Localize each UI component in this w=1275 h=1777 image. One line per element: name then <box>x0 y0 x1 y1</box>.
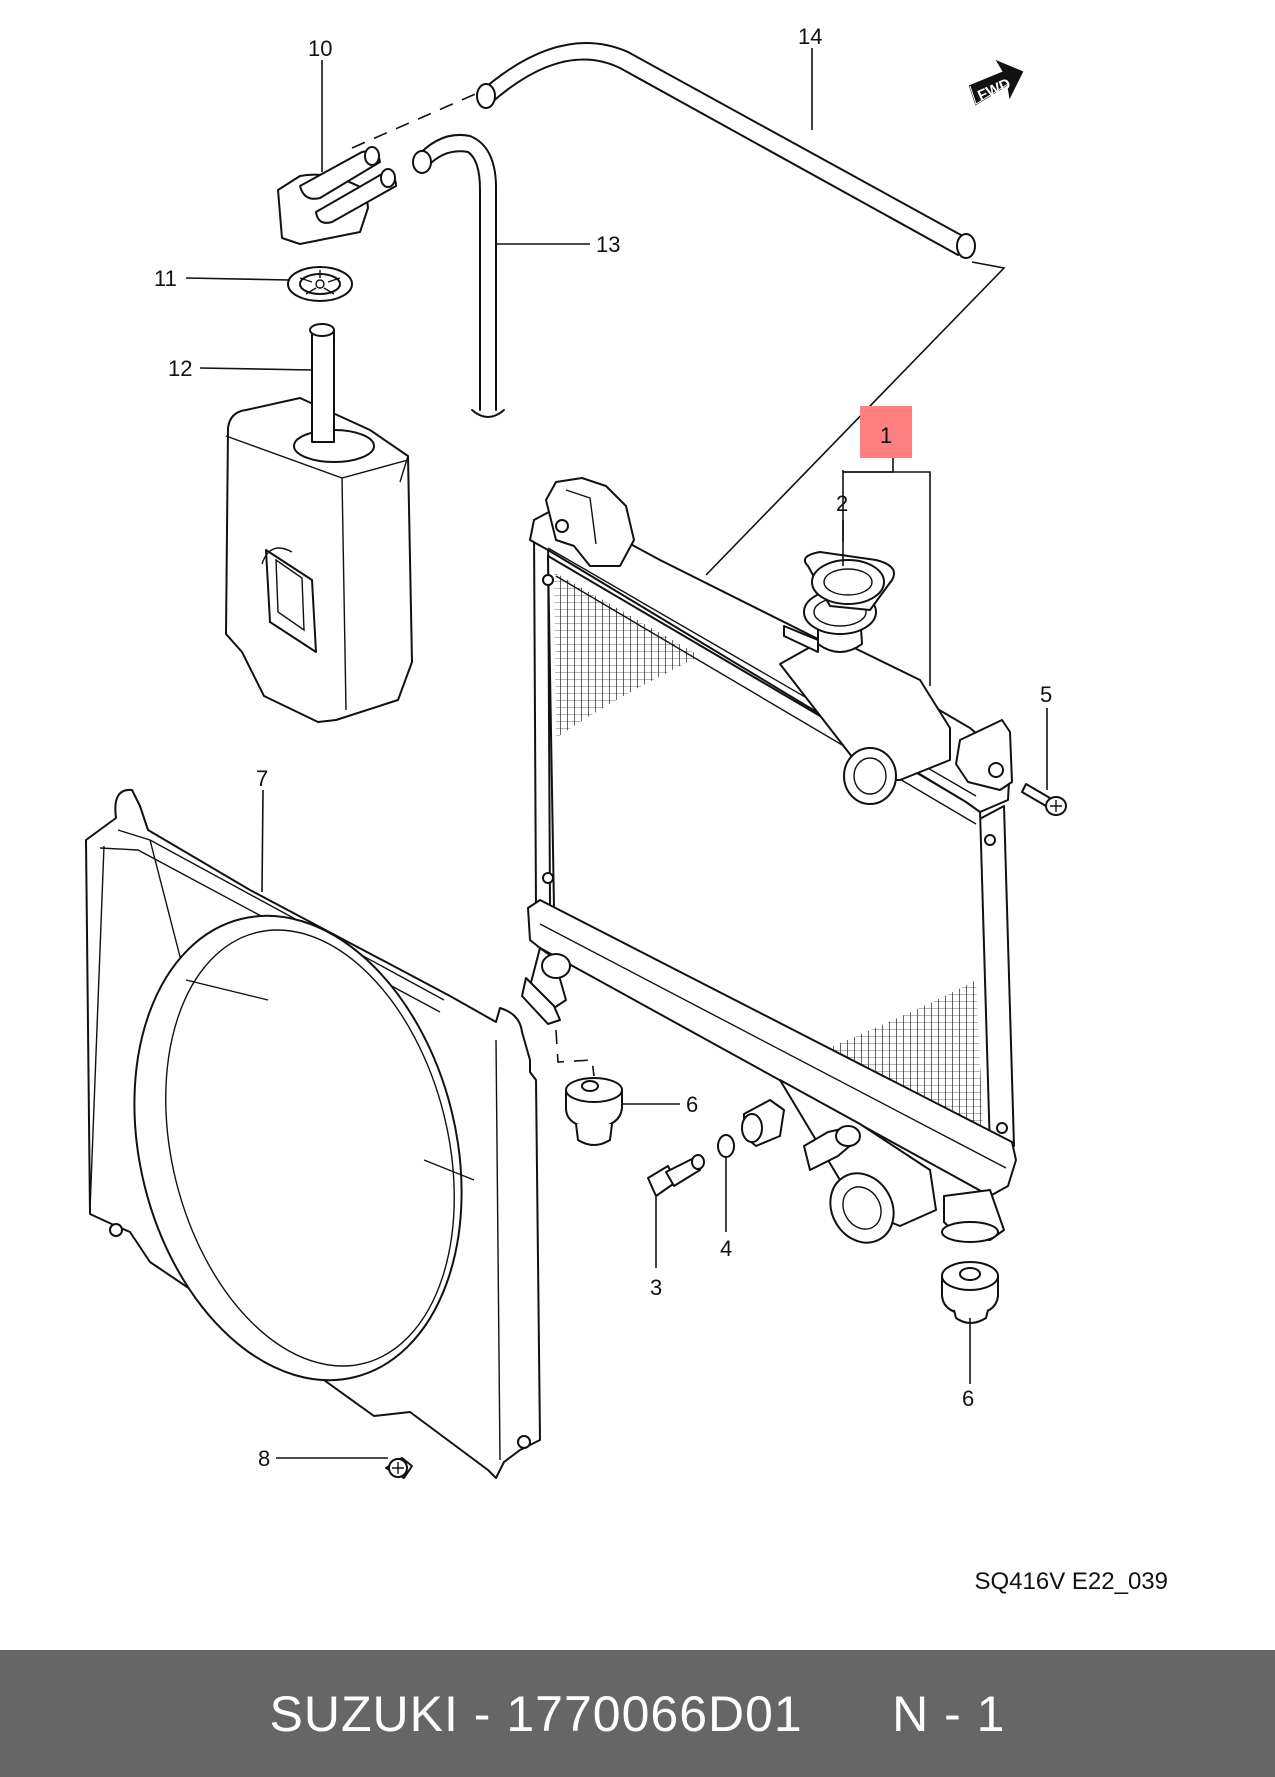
mount-cushion-part-6b <box>941 1261 999 1324</box>
callout-1: 1 <box>880 423 892 448</box>
callout-11: 11 <box>154 266 177 291</box>
diagram-ref: N - 1 <box>892 1685 1006 1742</box>
callout-14: 14 <box>798 24 822 49</box>
callout-13: 13 <box>596 232 620 257</box>
callout-2: 2 <box>836 491 848 516</box>
part-number: 1770066D01 <box>506 1685 803 1742</box>
callout-10: 10 <box>308 36 332 61</box>
radiator-assembly-part-1 <box>521 454 1017 1244</box>
shroud-bolt-part-8 <box>385 1457 413 1479</box>
drain-plug-part-3 <box>647 1154 705 1197</box>
mount-cushion-part-6a <box>565 1077 623 1146</box>
cushion-dashline <box>555 1029 595 1077</box>
reservoir-cap-part-10 <box>277 146 397 245</box>
footer-bar: SUZUKI - 1770066D01 N - 1 <box>0 1650 1275 1777</box>
callout-12: 12 <box>168 356 192 381</box>
footer-title: SUZUKI - 1770066D01 N - 1 <box>270 1685 1006 1743</box>
leader-lines <box>185 48 1048 1459</box>
title-separator: - <box>458 1685 507 1742</box>
callout-4: 4 <box>720 1236 732 1261</box>
callout-6a: 6 <box>686 1092 698 1117</box>
title-gap <box>803 1686 892 1742</box>
parts-diagram: FWD 1 2 3 4 5 6 6 7 8 10 11 12 13 14 <box>85 24 1067 1479</box>
callout-7: 7 <box>256 766 268 791</box>
fwd-arrow-icon: FWD <box>968 59 1024 106</box>
o-ring-part-4 <box>717 1134 735 1158</box>
brand-name: SUZUKI <box>269 1685 459 1742</box>
callout-6b: 6 <box>962 1386 974 1411</box>
reservoir-tank-part-12 <box>225 323 413 723</box>
radiator-cap-part-2 <box>804 551 895 611</box>
hose-connection-dashline <box>351 91 481 149</box>
cap-gasket-part-11 <box>287 266 353 302</box>
hose-part-13 <box>412 134 505 418</box>
callout-8: 8 <box>258 1446 270 1471</box>
callout-1-highlight <box>860 406 912 458</box>
callout-5: 5 <box>1040 682 1052 707</box>
diagram-code: SQ416V E22_039 <box>974 1568 1169 1595</box>
fwd-label: FWD <box>975 75 1013 104</box>
callout-3: 3 <box>650 1275 662 1300</box>
fan-shroud-part-7 <box>85 788 541 1479</box>
bolt-part-5 <box>1021 783 1067 816</box>
upper-hose-part-14 <box>476 42 1006 576</box>
